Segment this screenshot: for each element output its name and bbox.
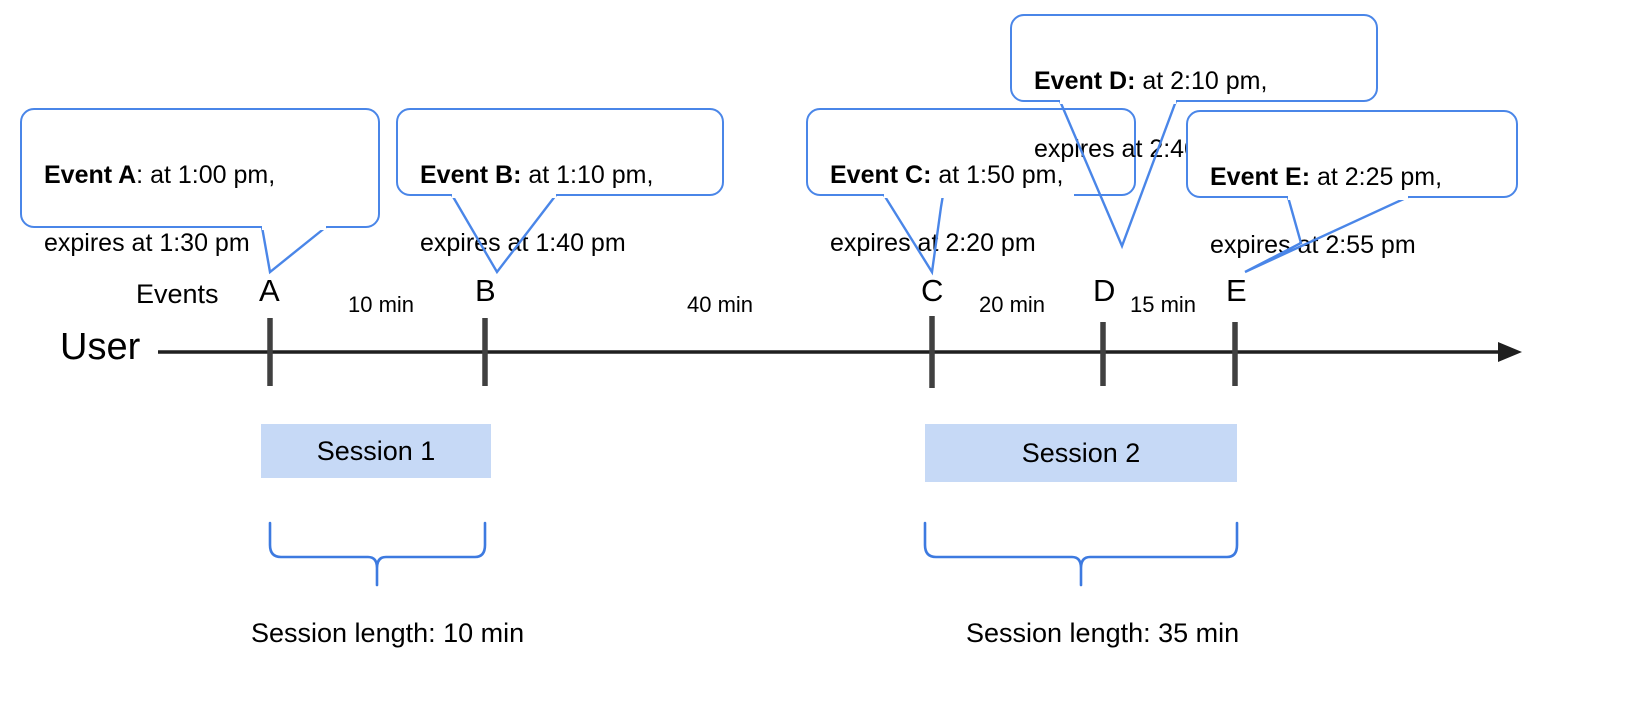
events-row-label: Events	[136, 279, 219, 309]
callout-event-d-tail	[1058, 100, 1178, 250]
interval-label-b-c: 40 min	[687, 292, 754, 317]
session-2-length-label: Session length: 35 min	[966, 618, 1240, 648]
tick-label-c: C	[921, 273, 944, 308]
callout-event-e-bold: Event E:	[1210, 163, 1311, 191]
callout-event-d-bold: Event D:	[1034, 67, 1136, 95]
interval-label-d-e: 15 min	[1130, 292, 1197, 317]
callout-event-a-bold: Event A	[44, 161, 137, 189]
callout-event-c-bold: Event C:	[830, 161, 932, 189]
callout-event-b-line1: at 1:10 pm,	[528, 161, 654, 189]
callout-event-b-tail-gap	[452, 193, 556, 198]
callout-event-a-tail-gap	[262, 225, 326, 230]
callout-event-a-line2: expires at 1:30 pm	[44, 229, 250, 257]
callout-event-e-tail-gap	[1288, 195, 1408, 200]
tick-label-d: D	[1093, 273, 1116, 308]
tick-label-e: E	[1226, 273, 1247, 308]
session-2-label: Session 2	[1021, 437, 1141, 468]
callout-event-e: Event E: at 2:25 pm, expires at 2:55 pm	[1186, 110, 1518, 259]
callout-event-d: Event D: at 2:10 pm, expires at 2:40 pm	[1010, 14, 1378, 163]
callout-event-a-line1: at 1:00 pm,	[150, 161, 276, 189]
callout-event-d-line1: at 2:10 pm,	[1142, 67, 1268, 95]
callout-event-a-tail	[260, 226, 327, 275]
tick-label-a: A	[259, 273, 280, 308]
user-axis-label: User	[60, 326, 141, 368]
timeline-arrow-head	[1498, 342, 1522, 362]
callout-event-c-tail	[882, 194, 945, 276]
session-1-label: Session 1	[316, 435, 436, 466]
session-2-box: Session 2	[925, 424, 1237, 482]
callout-event-d-tail-gap	[1060, 99, 1176, 104]
interval-label-c-d: 20 min	[979, 292, 1046, 317]
session-1-brace	[268, 521, 487, 587]
session-1-box: Session 1	[261, 424, 491, 478]
callout-event-e-tail	[1244, 195, 1409, 274]
callout-event-c-line1: at 1:50 pm,	[938, 161, 1064, 189]
callout-event-e-line1: at 2:25 pm,	[1316, 163, 1443, 191]
callout-event-b-bold: Event B:	[420, 161, 522, 189]
callout-event-a-separator: :	[136, 161, 151, 189]
callout-event-c-line2: expires at 2:20 pm	[830, 229, 1036, 257]
tick-label-b: B	[475, 273, 496, 308]
session-2-brace	[923, 521, 1239, 587]
callout-event-b: Event B: at 1:10 pm, expires at 1:40 pm	[396, 108, 724, 257]
callout-event-b-tail	[450, 194, 557, 275]
session-1-length-label: Session length: 10 min	[251, 618, 525, 648]
callout-event-c-tail-gap	[884, 193, 1074, 198]
callout-event-a: Event A: at 1:00 pm, expires at 1:30 pm	[20, 108, 380, 257]
interval-label-a-b: 10 min	[348, 292, 415, 317]
